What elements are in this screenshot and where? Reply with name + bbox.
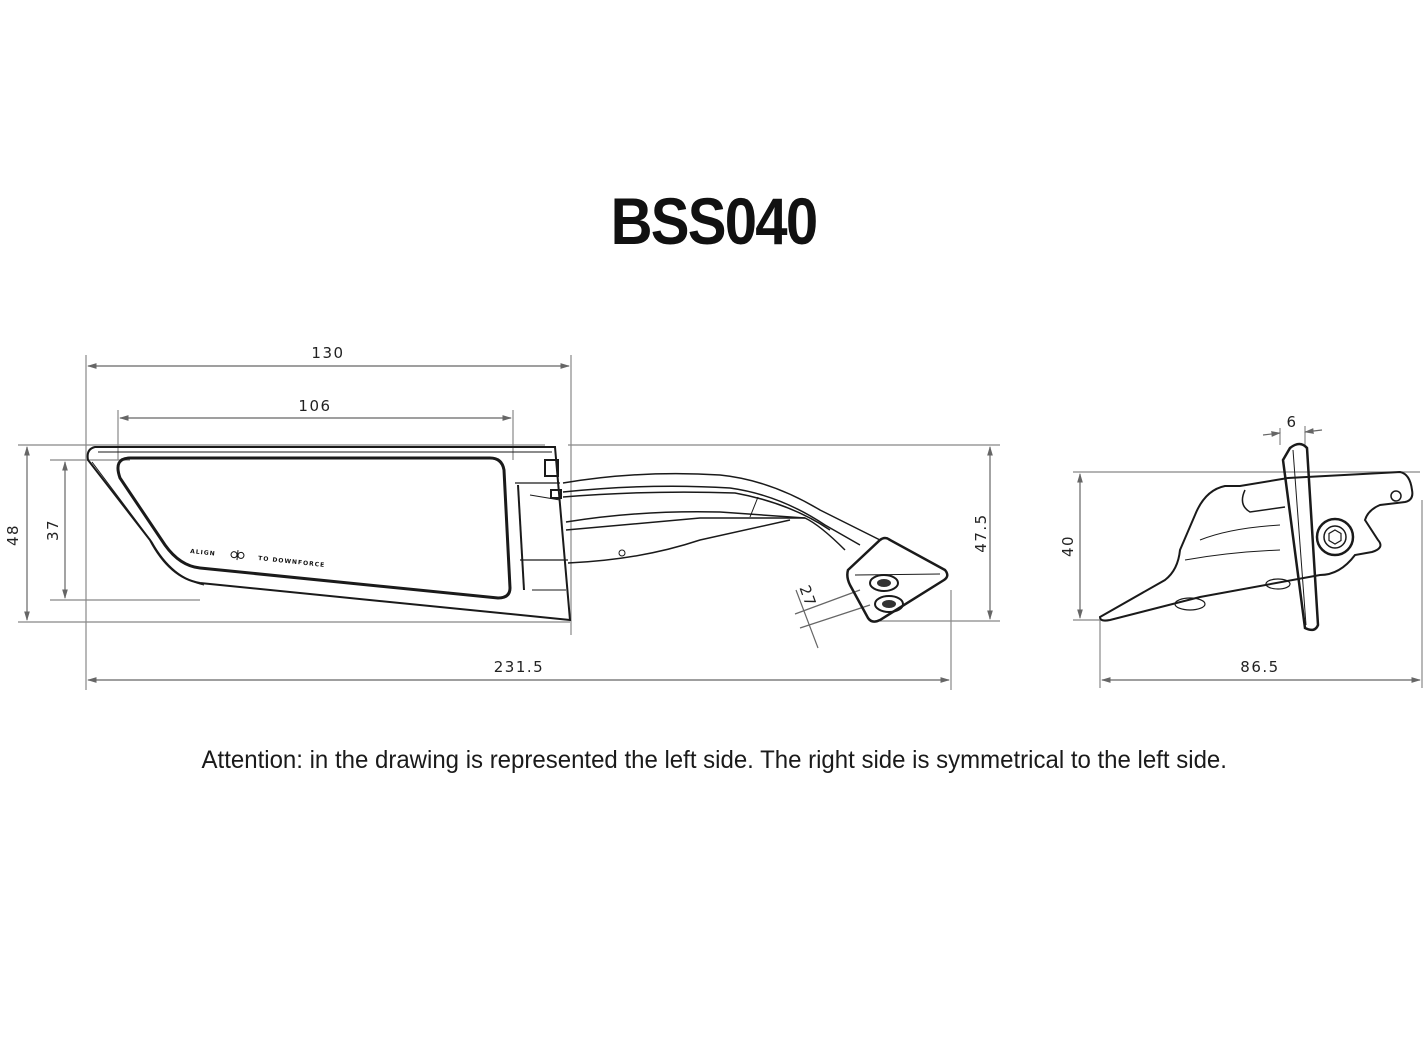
- mirror-label: ALIGN: [190, 548, 216, 558]
- attention-note: Attention: in the drawing is represented…: [201, 746, 1227, 774]
- dim-width: 86.5: [1240, 658, 1279, 676]
- dim-mirror-height: 48: [4, 524, 22, 546]
- front-view: 6 86.5 40: [1059, 413, 1423, 688]
- dim-overall-height: 47.5: [972, 513, 990, 552]
- part-number-title: BSS040: [610, 184, 819, 258]
- dim-overall-length: 231.5: [494, 658, 544, 676]
- align-icon: [230, 550, 245, 561]
- dim-front-height: 40: [1059, 535, 1077, 557]
- dim-mirror-length: 130: [311, 344, 344, 362]
- side-view: ALIGN TO DOWNFORCE 130 106 231.5 48 37 4…: [4, 344, 1000, 690]
- dim-thickness: 6: [1286, 413, 1297, 431]
- mirror-label-2: TO DOWNFORCE: [258, 555, 326, 569]
- dim-glass-length: 106: [298, 397, 331, 415]
- dim-glass-height: 37: [44, 519, 62, 541]
